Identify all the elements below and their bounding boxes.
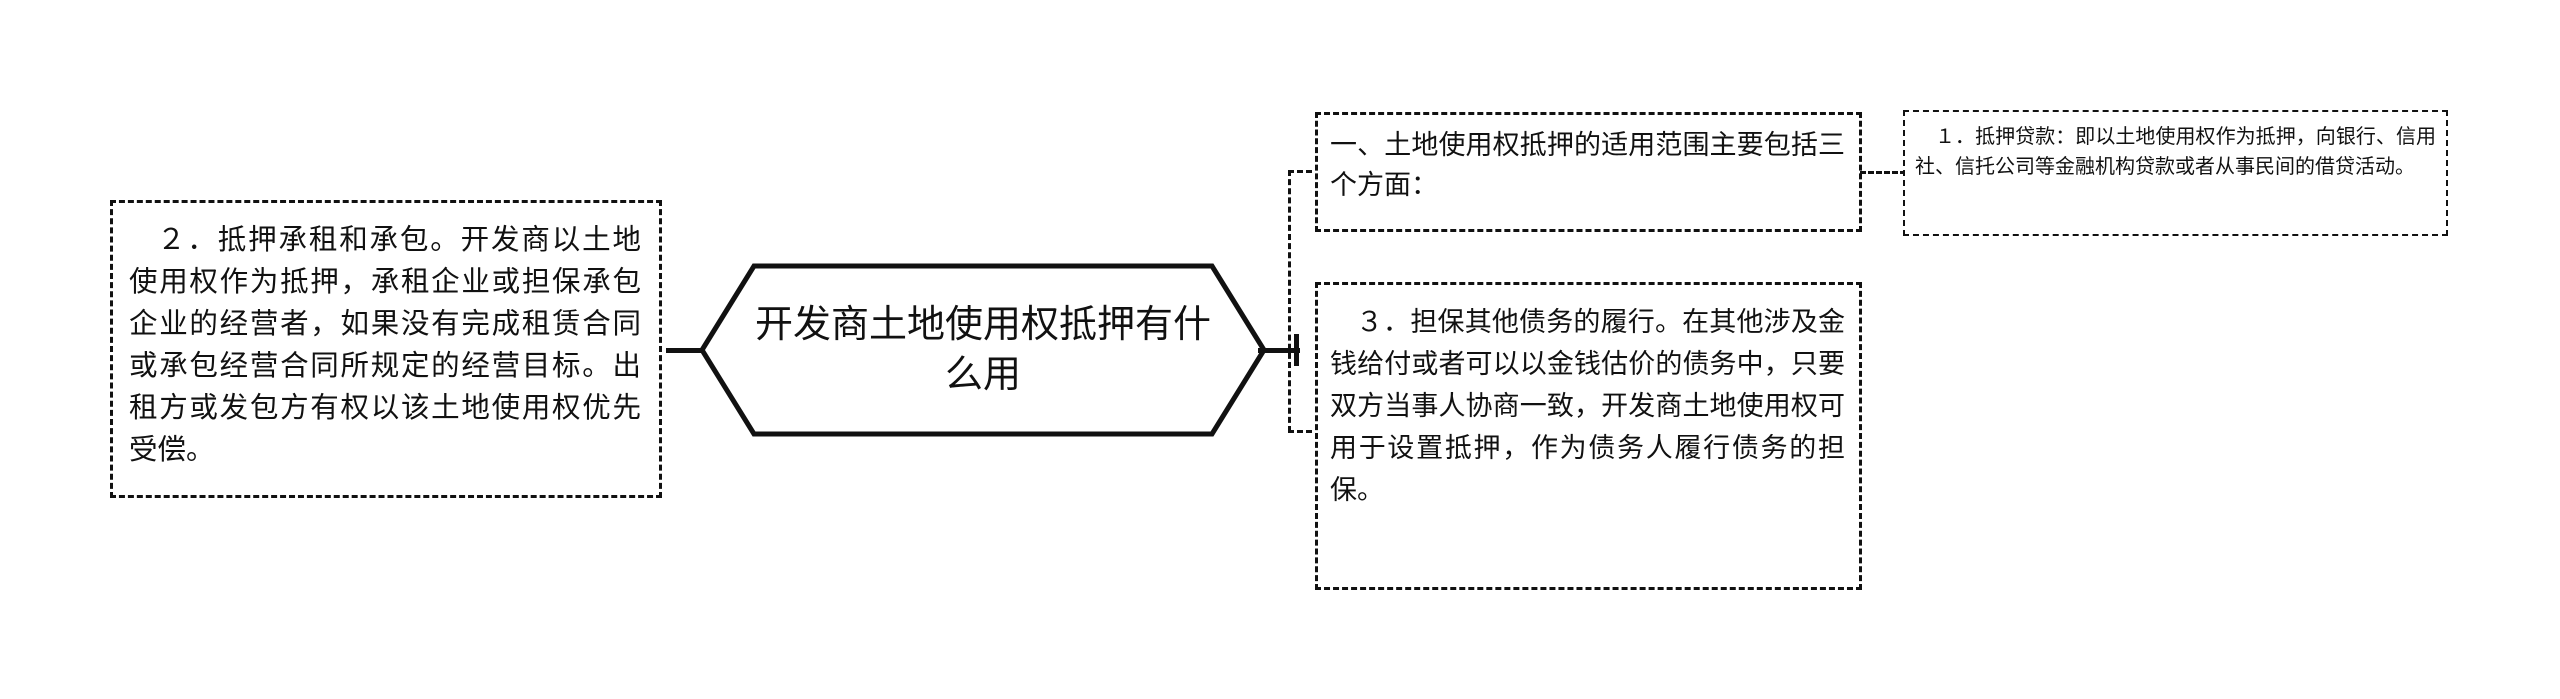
node-right-top[interactable]: 一、土地使用权抵押的适用范围主要包括三个方面： xyxy=(1315,112,1862,232)
connector-right-bracket-bottom-stub xyxy=(1288,430,1312,433)
node-right-bottom-label: ３．担保其他债务的履行。在其他涉及金钱给付或者可以以金钱估价的债务中，只要双方当… xyxy=(1330,307,1845,505)
node-center-topic-label: 开发商土地使用权抵押有什么用 xyxy=(754,304,1211,396)
node-left-branch-label: ２．抵押承租和承包。开发商以土地使用权作为抵押，承租企业或担保承包企业的经营者，… xyxy=(129,224,641,466)
node-right-top-label: 一、土地使用权抵押的适用范围主要包括三个方面： xyxy=(1330,130,1845,200)
connector-center-to-right-tick xyxy=(1294,334,1299,366)
hexagon-shape-icon xyxy=(699,263,1267,437)
connector-right-top-to-child xyxy=(1860,171,1906,174)
node-right-top-child-label: １．抵押贷款：即以土地使用权作为抵押，向银行、信用社、信托公司等金融机构贷款或者… xyxy=(1915,126,2436,178)
node-right-top-child[interactable]: １．抵押贷款：即以土地使用权作为抵押，向银行、信用社、信托公司等金融机构贷款或者… xyxy=(1903,110,2448,236)
connector-right-bracket-vertical xyxy=(1288,170,1291,432)
node-right-bottom[interactable]: ３．担保其他债务的履行。在其他涉及金钱给付或者可以以金钱估价的债务中，只要双方当… xyxy=(1315,282,1862,590)
node-left-branch[interactable]: ２．抵押承租和承包。开发商以土地使用权作为抵押，承租企业或担保承包企业的经营者，… xyxy=(110,200,662,498)
node-center-topic[interactable]: 开发商土地使用权抵押有什么用 xyxy=(698,262,1268,438)
connector-right-bracket-top-stub xyxy=(1288,170,1312,173)
